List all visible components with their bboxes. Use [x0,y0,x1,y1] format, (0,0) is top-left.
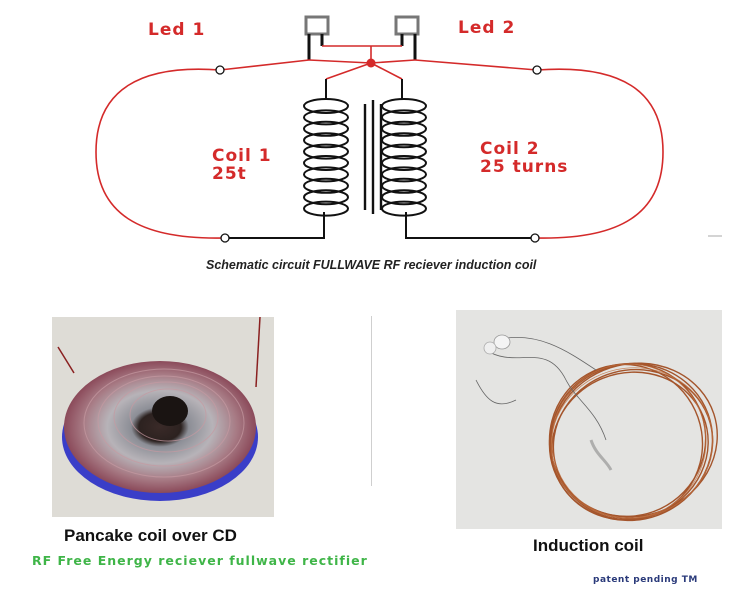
coil1-turn [303,166,349,183]
coil2-name: Coil 2 [480,139,540,159]
schematic-caption: Schematic circuit FULLWAVE RF reciever i… [206,258,537,272]
coil1-turn [303,132,349,149]
photo-divider [371,316,372,486]
coil2-turn [381,143,427,160]
coil1-turn [303,177,349,194]
coil1-turns: 25t [212,164,247,184]
coil2-turn [381,166,427,183]
coil1-turn [303,189,349,206]
coil2-turn [381,155,427,171]
pancake-coil-photo [52,317,274,517]
induction-coil-label: Induction coil [533,536,644,555]
patent-note: patent pending TM [593,575,698,585]
coil2-turn [381,98,427,114]
led1-label: Led 1 [148,20,206,40]
schematic-diagram [95,15,722,243]
coil2-windings [381,98,427,217]
coil2-turn [381,200,427,217]
coil1-windings [303,98,349,217]
coil1-turn [303,109,349,126]
induction-coil-photo [456,310,722,529]
footer-title: RF Free Energy reciever fullwave rectifi… [32,553,368,568]
junction-dot [366,58,376,68]
coil1-turn [303,143,349,160]
coil1-name: Coil 1 [212,146,272,166]
led2-symbol [394,15,420,36]
coil1-turn [303,98,349,114]
transformer-core [363,100,383,214]
junction-wires [95,45,664,239]
coil1-turn [303,200,349,217]
coil2-turn [381,189,427,206]
led-leads [307,34,417,60]
terminals [215,65,542,243]
led2-label: Led 2 [458,18,516,38]
coil1-turn [303,155,349,171]
coil2-turn [381,109,427,126]
coil2-turn [381,132,427,149]
coil2-turns: 25 turns [480,157,569,177]
coil1-turn [303,120,349,137]
coil2-turn [381,177,427,194]
coil2-turn [381,120,427,137]
led1-symbol [304,15,330,36]
coil-leads [229,79,531,239]
pancake-coil-label: Pancake coil over CD [64,526,237,545]
